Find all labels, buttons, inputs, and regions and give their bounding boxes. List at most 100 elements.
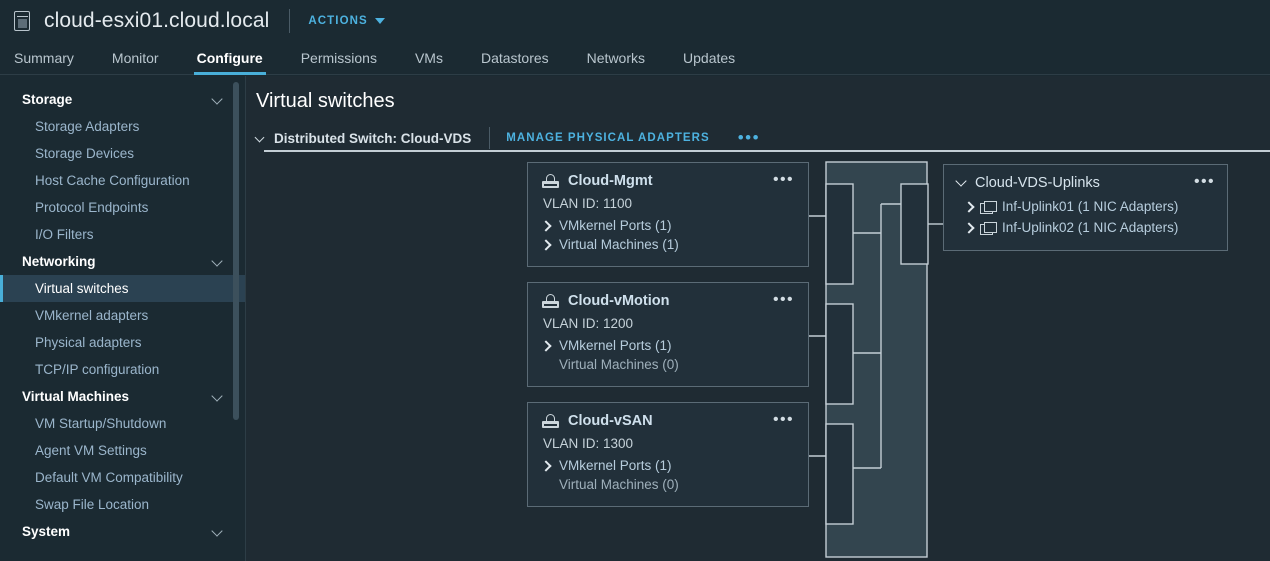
- port-group-icon: [542, 294, 559, 308]
- sidebar-item-virtual-switches[interactable]: Virtual switches: [0, 275, 246, 302]
- sidebar-item-protocol-endpoints[interactable]: Protocol Endpoints: [35, 200, 149, 215]
- uplink-group-name: Cloud-VDS-Uplinks: [975, 175, 1100, 191]
- vmkernel-ports-row[interactable]: VMkernel Ports (1): [542, 216, 794, 235]
- chevron-down-icon: [213, 94, 224, 105]
- uplink-group-card[interactable]: Cloud-VDS-Uplinks ••• Inf-Uplink01 (1 NI…: [943, 164, 1228, 251]
- chevron-right-icon: [542, 340, 551, 351]
- sidebar-group-label: System: [22, 524, 71, 539]
- port-group-name: Cloud-vSAN: [568, 413, 653, 429]
- tab-vms[interactable]: VMs: [414, 50, 443, 66]
- port-group-vlan: VLAN ID: 1100: [543, 196, 633, 211]
- virtual-machines-row[interactable]: Virtual Machines (1): [542, 235, 794, 254]
- port-group-name: Cloud-Mgmt: [568, 173, 653, 189]
- port-group-header: Cloud-Mgmt •••: [542, 170, 794, 189]
- port-group-header: Cloud-vSAN •••: [542, 410, 794, 429]
- vmkernel-ports-row[interactable]: VMkernel Ports (1): [542, 456, 794, 475]
- sidebar-divider: [245, 76, 246, 561]
- uplink-row-inf-uplink01[interactable]: Inf-Uplink01 (1 NIC Adapters): [956, 196, 1215, 217]
- port-group-card-cloud-vmotion[interactable]: Cloud-vMotion ••• VLAN ID: 1200 VMkernel…: [527, 282, 809, 387]
- app-header: cloud-esxi01.cloud.local ACTIONS: [0, 0, 1270, 42]
- sidebar-item-host-cache-configuration[interactable]: Host Cache Configuration: [35, 173, 190, 188]
- sidebar-item-physical-adapters[interactable]: Physical adapters: [35, 335, 142, 350]
- header-divider: [289, 9, 291, 33]
- esxi-host-icon: [14, 11, 30, 31]
- uplink-label: Inf-Uplink01 (1 NIC Adapters): [1002, 199, 1179, 214]
- tab-monitor[interactable]: Monitor: [111, 50, 159, 66]
- nic-adapter-icon: [980, 221, 997, 235]
- sidebar-group-label: Virtual Machines: [22, 389, 130, 404]
- toolbar-divider: [489, 127, 491, 149]
- content-title: Virtual switches: [256, 90, 395, 112]
- port-group-more-button[interactable]: •••: [772, 290, 794, 308]
- distributed-switch-label: Distributed Switch: Cloud-VDS: [274, 130, 472, 146]
- sidebar-item-agent-vm-settings[interactable]: Agent VM Settings: [35, 443, 147, 458]
- page-title: cloud-esxi01.cloud.local: [44, 9, 270, 32]
- uplink-group-header: Cloud-VDS-Uplinks •••: [956, 172, 1215, 191]
- chevron-right-icon: [542, 460, 551, 471]
- port-group-more-button[interactable]: •••: [772, 410, 794, 428]
- switch-toolbar: Distributed Switch: Cloud-VDS MANAGE PHY…: [246, 113, 1270, 149]
- sidebar-item-storage-adapters[interactable]: Storage Adapters: [35, 119, 140, 134]
- tab-datastores[interactable]: Datastores: [480, 50, 549, 66]
- toolbar-more-button[interactable]: •••: [737, 128, 761, 147]
- manage-physical-adapters-link[interactable]: MANAGE PHYSICAL ADAPTERS: [506, 132, 710, 144]
- chevron-down-icon: [374, 18, 385, 24]
- configure-sidebar: Storage Storage Adapters Storage Devices…: [0, 76, 246, 561]
- vswitch-topology-diagram: Cloud-Mgmt ••• VLAN ID: 1100 VMkernel Po…: [246, 156, 1270, 561]
- port-group-vlan: VLAN ID: 1300: [543, 436, 634, 451]
- sidebar-item-io-filters[interactable]: I/O Filters: [35, 227, 94, 242]
- chevron-down-icon: [213, 256, 224, 267]
- virtual-machines-label: Virtual Machines (0): [559, 477, 679, 492]
- port-group-more-button[interactable]: •••: [772, 170, 794, 188]
- sidebar-item-tcpip-configuration[interactable]: TCP/IP configuration: [35, 362, 160, 377]
- port-group-card-cloud-vsan[interactable]: Cloud-vSAN ••• VLAN ID: 1300 VMkernel Po…: [527, 402, 809, 507]
- chevron-right-icon: [542, 239, 551, 250]
- sidebar-group-system[interactable]: System: [0, 518, 246, 545]
- sidebar-group-label: Networking: [22, 254, 96, 269]
- chevron-right-icon: [542, 220, 551, 231]
- port-group-vlan: VLAN ID: 1200: [543, 316, 634, 331]
- sidebar-item-default-vm-compatibility[interactable]: Default VM Compatibility: [35, 470, 183, 485]
- virtual-machines-label: Virtual Machines (1): [559, 237, 679, 252]
- vmkernel-ports-label: VMkernel Ports (1): [559, 458, 672, 473]
- sidebar-group-networking[interactable]: Networking: [0, 248, 246, 275]
- virtual-machines-row: Virtual Machines (0): [542, 355, 794, 374]
- actions-menu-button[interactable]: ACTIONS: [308, 15, 385, 27]
- chevron-down-icon: [256, 134, 265, 143]
- tab-networks[interactable]: Networks: [586, 50, 646, 66]
- chevron-right-icon: [965, 201, 974, 212]
- chevron-down-icon[interactable]: [956, 177, 968, 189]
- nic-adapter-icon: [980, 200, 997, 214]
- chevron-right-icon: [965, 222, 974, 233]
- tab-bar: Summary Monitor Configure Permissions VM…: [0, 42, 1270, 75]
- vmkernel-ports-row[interactable]: VMkernel Ports (1): [542, 336, 794, 355]
- chevron-down-icon: [213, 391, 224, 402]
- port-group-icon: [542, 414, 559, 428]
- vmkernel-ports-label: VMkernel Ports (1): [559, 218, 672, 233]
- sidebar-item-vmkernel-adapters[interactable]: VMkernel adapters: [35, 308, 149, 323]
- port-group-icon: [542, 174, 559, 188]
- sidebar-group-virtual-machines[interactable]: Virtual Machines: [0, 383, 246, 410]
- virtual-machines-label: Virtual Machines (0): [559, 357, 679, 372]
- sidebar-item-vm-startup-shutdown[interactable]: VM Startup/Shutdown: [35, 416, 167, 431]
- uplink-group-more-button[interactable]: •••: [1193, 172, 1215, 190]
- tab-summary[interactable]: Summary: [14, 50, 74, 66]
- sidebar-scrollbar[interactable]: [233, 82, 239, 420]
- tab-permissions[interactable]: Permissions: [300, 50, 377, 66]
- tab-updates[interactable]: Updates: [683, 50, 736, 66]
- uplink-row-inf-uplink02[interactable]: Inf-Uplink02 (1 NIC Adapters): [956, 217, 1215, 238]
- distributed-switch-selector[interactable]: Distributed Switch: Cloud-VDS: [256, 131, 471, 146]
- actions-label: ACTIONS: [308, 15, 368, 27]
- main-content: Virtual switches Distributed Switch: Clo…: [246, 76, 1270, 561]
- tab-configure[interactable]: Configure: [193, 50, 266, 75]
- toolbar-rule: [264, 150, 1270, 152]
- port-group-name: Cloud-vMotion: [568, 293, 670, 309]
- sidebar-group-label: Storage: [22, 92, 73, 107]
- chevron-down-icon: [213, 526, 224, 537]
- vmkernel-ports-label: VMkernel Ports (1): [559, 338, 672, 353]
- sidebar-group-storage[interactable]: Storage: [0, 86, 246, 113]
- sidebar-item-swap-file-location[interactable]: Swap File Location: [35, 497, 150, 512]
- sidebar-item-storage-devices[interactable]: Storage Devices: [35, 146, 135, 161]
- port-group-card-cloud-mgmt[interactable]: Cloud-Mgmt ••• VLAN ID: 1100 VMkernel Po…: [527, 162, 809, 267]
- virtual-machines-row: Virtual Machines (0): [542, 475, 794, 494]
